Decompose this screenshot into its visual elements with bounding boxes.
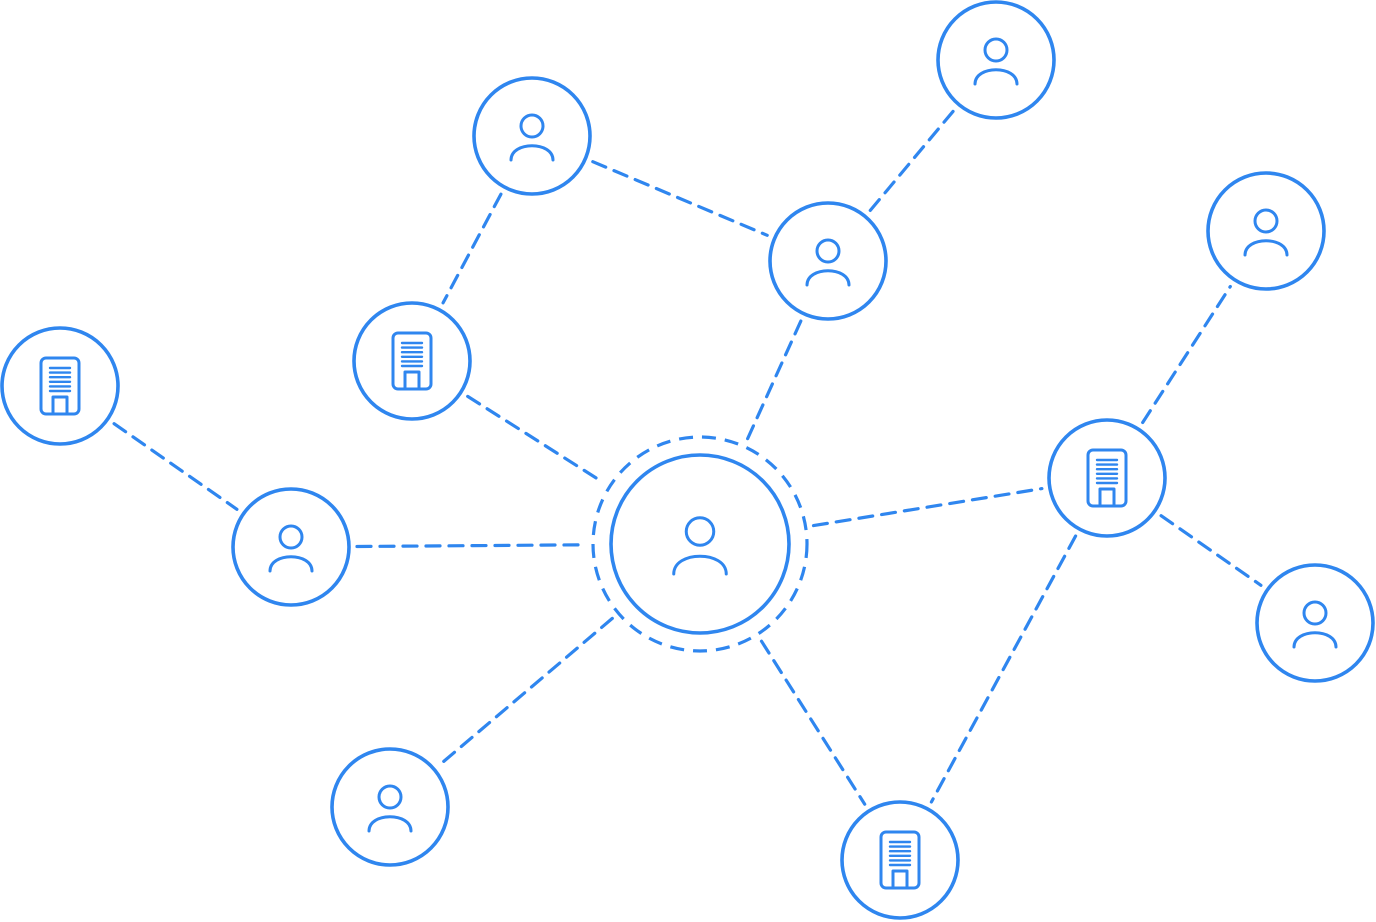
connection-line — [441, 192, 503, 305]
connection-line — [466, 394, 605, 484]
user-icon — [367, 784, 413, 833]
connection-line — [112, 422, 239, 511]
node-building-bottom[interactable] — [840, 800, 960, 920]
building-icon — [1086, 448, 1128, 508]
user-icon — [509, 113, 555, 162]
user-icon — [1292, 600, 1338, 649]
node-building-upper-left[interactable] — [352, 301, 472, 421]
connection-line — [1159, 514, 1263, 587]
connection-line — [929, 534, 1078, 804]
building-icon — [39, 356, 81, 416]
node-person-far-right-top[interactable] — [1206, 171, 1326, 291]
user-icon — [805, 238, 851, 287]
connection-line — [438, 616, 614, 766]
connection-line — [355, 543, 587, 549]
user-icon — [1243, 208, 1289, 257]
node-person-lower-left[interactable] — [330, 747, 450, 867]
connection-line — [591, 160, 769, 237]
connection-line — [811, 487, 1044, 528]
connection-line — [868, 108, 956, 212]
node-person-far-right-bottom[interactable] — [1255, 563, 1375, 683]
user-icon — [973, 37, 1019, 86]
user-icon — [268, 524, 314, 573]
connection-line — [1141, 284, 1232, 425]
node-person-upper-middle[interactable] — [768, 201, 888, 321]
connections — [112, 108, 1263, 806]
node-person-top-left[interactable] — [472, 76, 592, 196]
node-building-right[interactable] — [1047, 418, 1167, 538]
node-building-far-left[interactable] — [0, 326, 120, 446]
node-person-top-right[interactable] — [936, 0, 1056, 120]
node-person-left[interactable] — [231, 487, 351, 607]
building-icon — [391, 331, 433, 391]
node-center[interactable] — [591, 435, 809, 653]
focus-ring — [591, 435, 809, 653]
connection-line — [745, 319, 803, 441]
connection-line — [759, 639, 867, 806]
user-icon — [672, 516, 728, 576]
building-icon — [879, 830, 921, 890]
